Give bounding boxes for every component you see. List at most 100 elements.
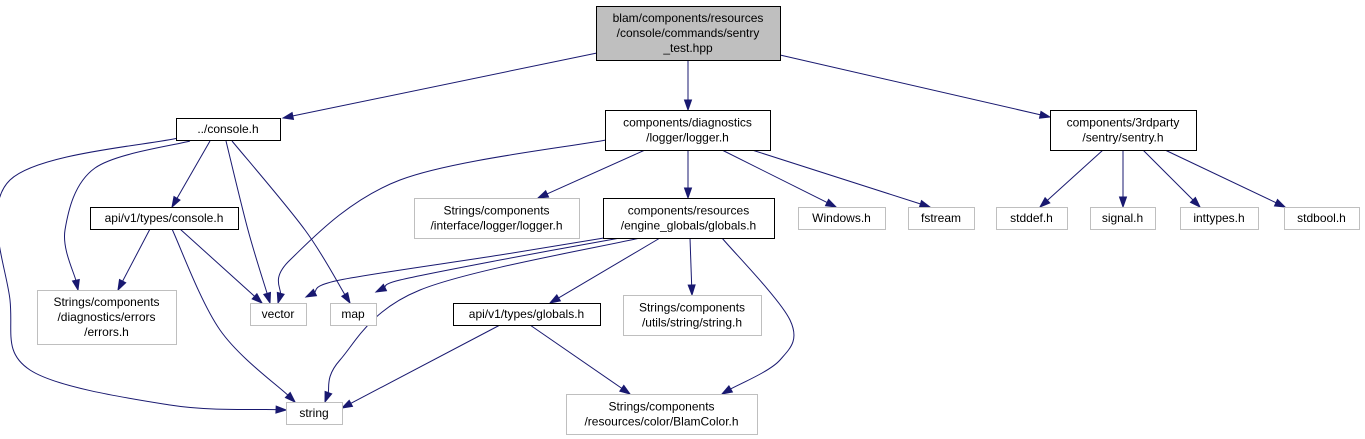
arrowhead bbox=[340, 291, 351, 305]
node-label-line: map bbox=[341, 307, 365, 321]
arrowhead bbox=[683, 187, 693, 200]
edge-line bbox=[327, 237, 641, 394]
arrowhead bbox=[281, 111, 295, 120]
node-box bbox=[798, 207, 886, 230]
node-label-line: Strings/components bbox=[608, 400, 714, 414]
edge-root-to-sentry_h bbox=[779, 54, 1052, 119]
arrowhead bbox=[720, 385, 734, 395]
arrowhead bbox=[548, 294, 562, 304]
arrowhead bbox=[262, 291, 272, 305]
node-box bbox=[1180, 207, 1259, 230]
node-label-line: /sentry/sentry.h bbox=[1082, 131, 1163, 145]
arrowhead bbox=[824, 198, 838, 208]
node-label-line: string bbox=[299, 406, 328, 420]
edge-api_console_h-to-vector bbox=[179, 228, 264, 305]
edge-sentry_h-to-signal_h bbox=[1118, 150, 1128, 209]
node-box bbox=[250, 303, 307, 326]
arrowhead bbox=[683, 99, 693, 112]
node-box bbox=[605, 110, 771, 151]
node-label-line: inttypes.h bbox=[1193, 211, 1244, 225]
edge-line bbox=[383, 237, 621, 289]
edge-console_h-to-map bbox=[231, 140, 351, 305]
edge-line bbox=[1046, 149, 1104, 202]
arrowhead bbox=[340, 399, 354, 409]
edge-logger_h-to-iface_logger_h bbox=[536, 149, 646, 199]
arrowhead bbox=[1189, 196, 1202, 209]
edge-line bbox=[277, 139, 607, 295]
node-box bbox=[453, 303, 601, 326]
node-root[interactable]: blam/components/resources/console/comman… bbox=[596, 6, 781, 61]
node-api-console-h[interactable]: api/v1/types/console.h bbox=[90, 207, 239, 230]
edge-globals_h-to-string_h bbox=[687, 237, 696, 297]
node-label-line: blam/components/resources bbox=[613, 11, 764, 25]
node-label-line: /resources/color/BlamColor.h bbox=[584, 415, 738, 429]
arrowhead bbox=[71, 278, 80, 292]
node-label-line: Strings/components bbox=[639, 301, 745, 315]
arrowhead bbox=[618, 384, 632, 395]
arrowhead bbox=[374, 283, 388, 293]
node-label-line: _test.hpp bbox=[662, 41, 713, 55]
node-box bbox=[1284, 207, 1360, 230]
node-api-globals-h[interactable]: api/v1/types/globals.h bbox=[453, 303, 601, 326]
node-label-line: api/v1/types/globals.h bbox=[469, 307, 584, 321]
node-iface-logger-h: Strings/components/interface/logger/logg… bbox=[414, 198, 580, 239]
edge-globals_h-to-blamcolor_h bbox=[720, 237, 795, 395]
arrowhead bbox=[275, 405, 288, 414]
edge-sentry_h-to-inttypes_h bbox=[1142, 149, 1202, 209]
node-vector: vector bbox=[250, 303, 307, 326]
node-logger-h[interactable]: components/diagnostics/logger/logger.h bbox=[605, 110, 771, 151]
node-box bbox=[566, 394, 758, 435]
edge-line bbox=[721, 237, 795, 390]
node-stddef-h: stddef.h bbox=[996, 207, 1068, 230]
node-box bbox=[1050, 110, 1197, 151]
arrowhead bbox=[1118, 196, 1128, 209]
arrowhead bbox=[304, 288, 318, 298]
edge-line bbox=[179, 228, 256, 298]
node-label-line: stddef.h bbox=[1010, 211, 1053, 225]
edge-line bbox=[231, 140, 346, 296]
edge-line bbox=[0, 137, 278, 411]
node-box bbox=[1090, 207, 1156, 230]
node-label-line: ../console.h bbox=[197, 122, 258, 136]
node-label-line: stdbool.h bbox=[1297, 211, 1346, 225]
node-box bbox=[596, 6, 781, 61]
edge-console_h-to-vector bbox=[225, 140, 272, 305]
edge-logger_h-to-windows_h bbox=[721, 149, 838, 208]
node-console-h[interactable]: ../console.h bbox=[176, 118, 281, 141]
arrowhead bbox=[276, 291, 285, 305]
arrowhead bbox=[284, 391, 297, 404]
node-errors-h: Strings/components/diagnostics/errors/er… bbox=[37, 290, 177, 345]
edge-line bbox=[291, 52, 598, 117]
edge-line bbox=[557, 237, 661, 299]
edge-sentry_h-to-stdbool_h bbox=[1164, 149, 1287, 208]
node-label-line: components/3rdparty bbox=[1067, 116, 1180, 130]
node-label-line: /console/commands/sentry bbox=[617, 26, 760, 40]
node-label-line: components/diagnostics bbox=[623, 116, 752, 130]
node-box bbox=[996, 207, 1068, 230]
node-label-line: /diagnostics/errors bbox=[57, 310, 155, 324]
node-sentry-h[interactable]: components/3rdparty/sentry/sentry.h bbox=[1050, 110, 1197, 151]
edge-line bbox=[779, 54, 1042, 116]
edge-line bbox=[349, 324, 501, 405]
node-box bbox=[330, 303, 377, 326]
node-box bbox=[90, 207, 239, 230]
node-label-line: api/v1/types/console.h bbox=[105, 211, 224, 225]
node-label-line: signal.h bbox=[1102, 211, 1143, 225]
node-box bbox=[176, 118, 281, 141]
arrowhead bbox=[171, 195, 181, 209]
edge-api_globals_h-to-blamcolor_h bbox=[529, 324, 632, 395]
node-globals-h[interactable]: components/resources/engine_globals/glob… bbox=[603, 198, 775, 239]
edges-layer bbox=[0, 52, 1287, 414]
node-label-line: /interface/logger/logger.h bbox=[430, 219, 562, 233]
edge-globals_h-to-vector bbox=[304, 236, 611, 298]
node-box bbox=[286, 402, 343, 425]
node-label-line: /engine_globals/globals.h bbox=[621, 219, 756, 233]
edge-globals_h-to-string bbox=[324, 237, 641, 404]
node-label-line: Strings/components bbox=[53, 295, 159, 309]
node-box bbox=[414, 198, 580, 239]
node-string: string bbox=[286, 402, 343, 425]
arrowhead bbox=[687, 284, 696, 297]
edge-line bbox=[546, 149, 646, 195]
node-label-line: /errors.h bbox=[84, 325, 129, 339]
